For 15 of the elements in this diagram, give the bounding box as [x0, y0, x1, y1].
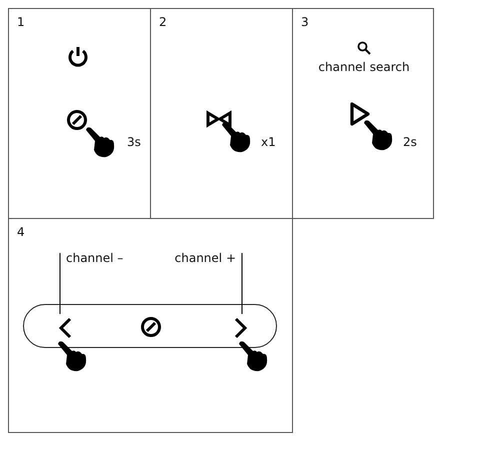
duration-label: 2s [403, 135, 417, 149]
duration-label: 3s [127, 135, 141, 149]
step-number: 3 [301, 15, 309, 29]
callout-label: channel + [174, 251, 242, 265]
step-panel [292, 8, 434, 219]
step-panel [8, 8, 151, 219]
step-number: 2 [159, 15, 167, 29]
chevron-icon [58, 317, 72, 339]
callout-label: channel – [60, 251, 124, 265]
function-label: channel search [317, 60, 411, 74]
step-panel [8, 218, 293, 433]
step-number: 1 [17, 15, 25, 29]
step-number: 4 [17, 225, 25, 239]
press-count-label: x1 [261, 135, 276, 149]
chevron-icon [234, 317, 248, 339]
